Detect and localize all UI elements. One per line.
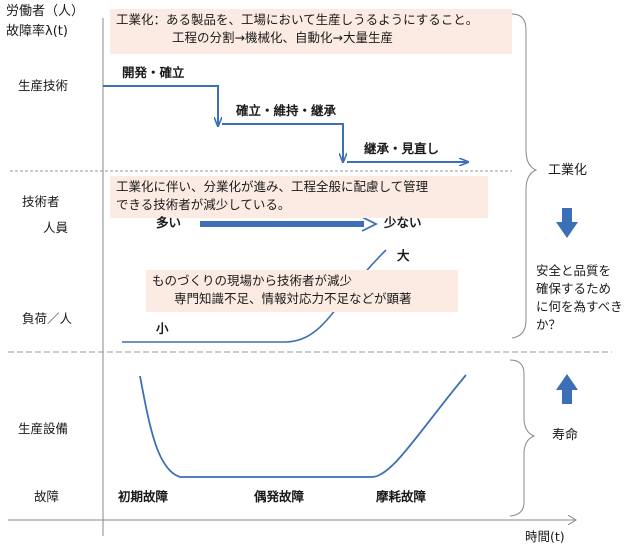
note-manufacturing: ものづくりの現場から技術者が減少 専門知識不足、情報対応力不足などが顕著 xyxy=(146,270,458,312)
brace-upper xyxy=(511,13,538,339)
row-label-production-tech: 生産技術 xyxy=(18,78,69,93)
side-label-industrialization: 工業化 xyxy=(548,163,588,178)
note-engineers-line1: 工業化に伴い、分業化が進み、工程全般に配慮して管理 xyxy=(116,179,429,194)
row-label-engineers: 技術者 xyxy=(22,194,60,209)
up-arrow-icon xyxy=(556,374,578,404)
brace-lower xyxy=(509,359,536,517)
load-curve xyxy=(122,249,387,343)
load-label-large: 大 xyxy=(397,248,410,263)
note-manufacturing-line1: ものづくりの現場から技術者が減少 xyxy=(152,273,353,288)
note-manufacturing-line2: 専門知識不足、情報対応力不足などが顕著 xyxy=(174,291,412,307)
step-arrow-1 xyxy=(103,85,218,126)
note-engineers-line2: できる技術者が減少している。 xyxy=(116,197,291,213)
note-engineers: 工業化に伴い、分業化が進み、工程全般に配慮して管理 できる技術者が減少している。 xyxy=(110,176,488,218)
personnel-arrow-shaft xyxy=(200,221,364,227)
failure-label-random: 偶発故障 xyxy=(254,489,305,504)
personnel-label-few: 少ない xyxy=(384,215,422,230)
step-label-1: 開発・確立 xyxy=(122,65,185,80)
x-axis-label: 時間(t) xyxy=(525,529,565,544)
step-label-2: 確立・維持・継承 xyxy=(236,103,337,118)
note-industrialization-line2: 工程の分割→機械化、自動化→大量生産 xyxy=(172,30,393,46)
failure-label-early: 初期故障 xyxy=(118,489,169,504)
row-label-load: 負荷／人 xyxy=(22,311,73,326)
row-label-personnel: 人員 xyxy=(43,220,69,235)
failure-label-wearout: 摩耗故障 xyxy=(376,489,427,504)
personnel-label-many: 多い xyxy=(156,215,182,230)
note-industrialization: 工業化：ある製品を、工場において生産しうるようにすること。 工程の分割→機械化、… xyxy=(110,9,512,54)
row-label-failure: 故障 xyxy=(34,489,60,504)
load-label-small: 小 xyxy=(156,321,169,336)
side-label-lifespan: 寿命 xyxy=(552,428,579,443)
row-label-equipment: 生産設備 xyxy=(18,421,69,436)
personnel-arrow-head xyxy=(361,216,379,232)
step-arrow-2 xyxy=(222,123,343,162)
y-axis-label-workers: 労働者（人） xyxy=(6,4,85,19)
y-axis-label-failure-rate: 故障率λ(t) xyxy=(6,24,68,39)
step-label-3: 継承・見直し xyxy=(364,141,440,156)
down-arrow-icon xyxy=(556,208,578,238)
side-label-question: 安全と品質を確保するために何を為すべきか？ xyxy=(536,263,623,333)
note-industrialization-line1: 工業化：ある製品を、工場において生産しうるようにすること。 xyxy=(116,12,479,27)
bathtub-curve xyxy=(139,374,467,478)
